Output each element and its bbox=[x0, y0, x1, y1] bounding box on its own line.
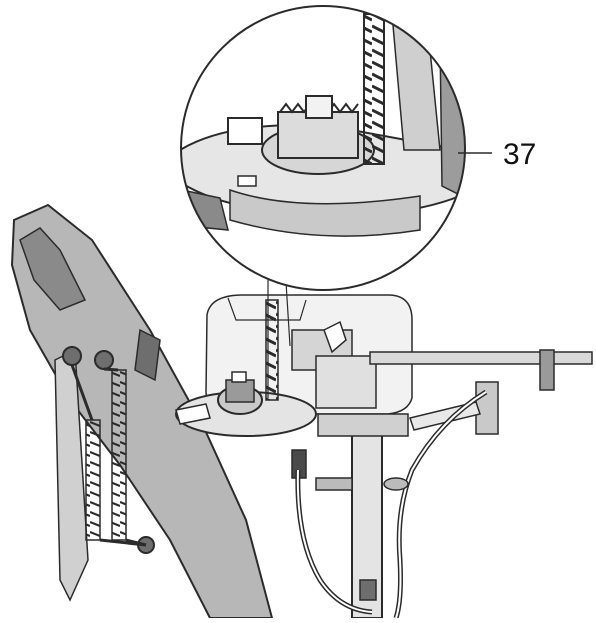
cable bbox=[295, 389, 488, 619]
mounting-plate bbox=[10, 203, 274, 619]
vertical-rack bbox=[265, 299, 279, 401]
support-post bbox=[291, 413, 409, 619]
magnifier-leaders bbox=[267, 278, 291, 398]
gear bbox=[175, 371, 317, 437]
callout-number: 37 bbox=[503, 138, 537, 171]
spring-pair bbox=[62, 346, 155, 554]
motor-housing bbox=[205, 294, 413, 415]
detail-magnifier bbox=[180, 5, 466, 291]
